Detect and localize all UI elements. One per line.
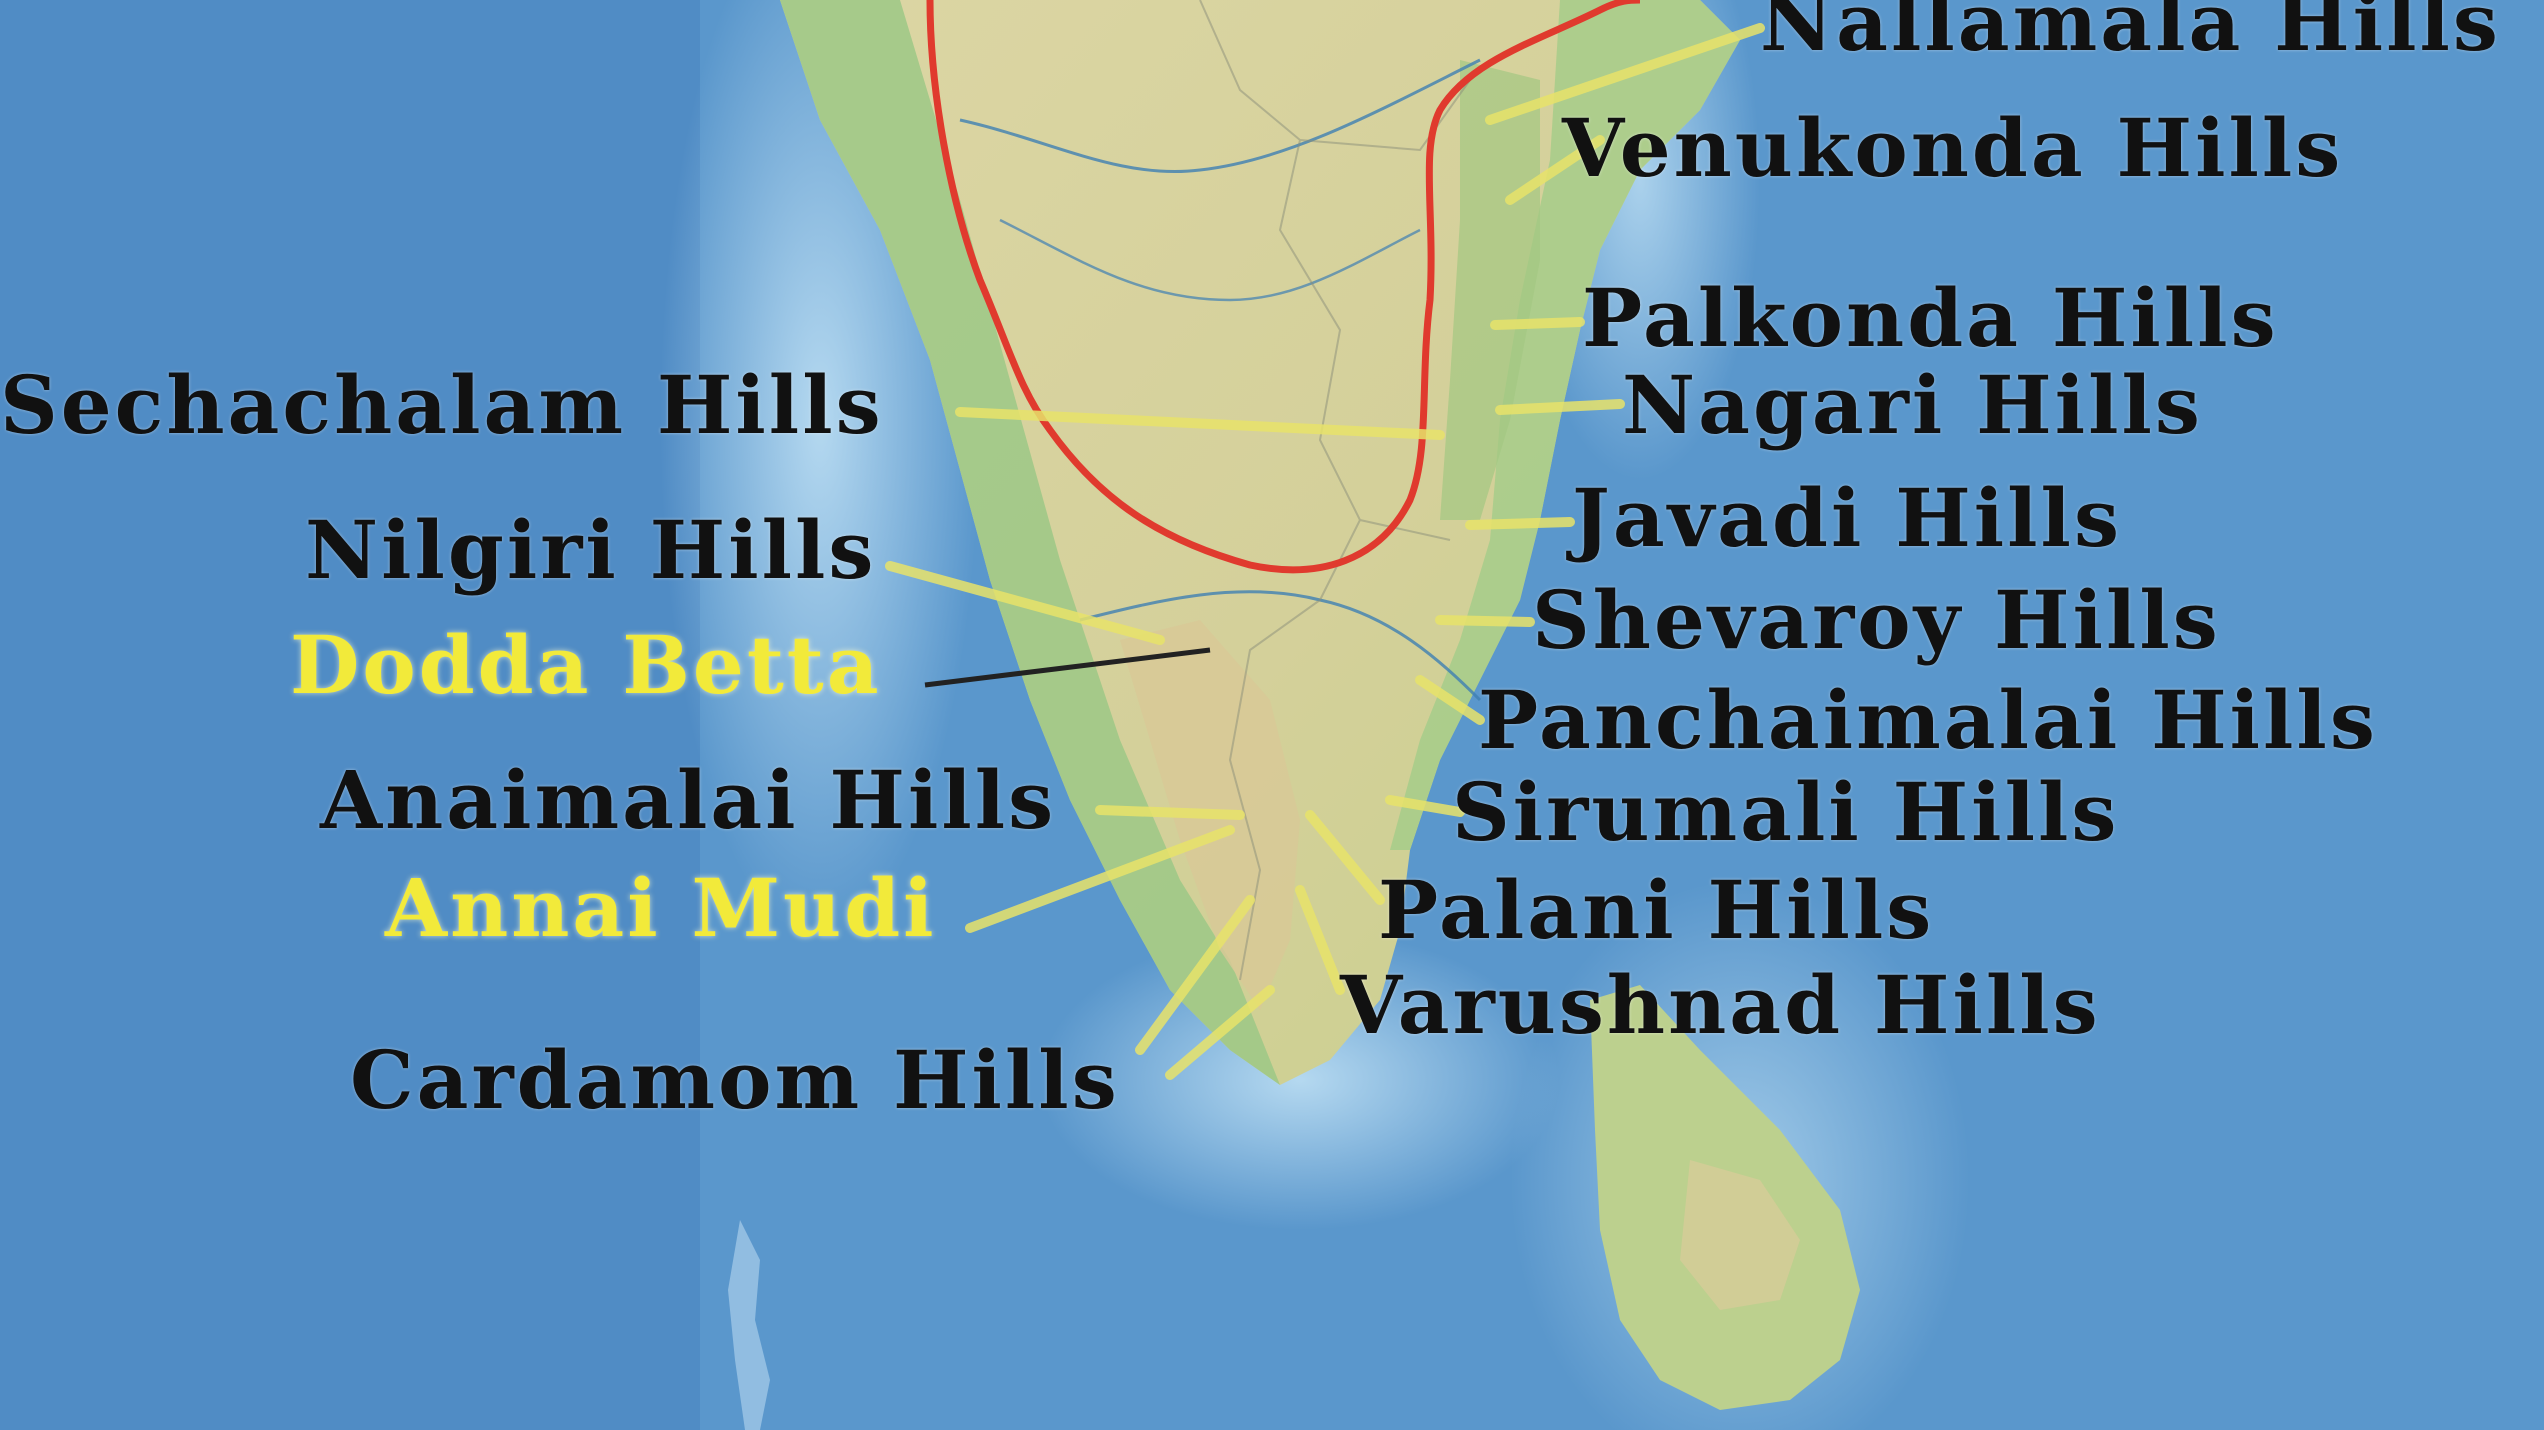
label-venukonda-hills: Venukonda Hills (1562, 101, 2344, 195)
label-panchaimalai-hills: Panchaimalai Hills (1478, 673, 2378, 767)
eastern-ghats-relief (1440, 60, 1540, 520)
leader-annaimudi (965, 825, 1235, 933)
label-varushnad-hills: Varushnad Hills (1340, 958, 2101, 1052)
leader-sechachalam (955, 407, 1445, 440)
label-nagari-hills: Nagari Hills (1622, 358, 2203, 452)
east-coast-lowland (1390, 0, 1740, 850)
state-boundaries (1199, 0, 1471, 981)
west-coast-lowland (780, 0, 1280, 1085)
leader-nallamala (1485, 23, 1765, 125)
label-dodda-betta: Dodda Betta (290, 618, 882, 712)
label-nallamala-hills: Nallamala Hills (1760, 0, 2501, 69)
leader-doddabetta (924, 647, 1211, 688)
leader-nilgiri (885, 561, 1165, 645)
leader-javadi (1465, 517, 1575, 530)
label-annai-mudi: Annai Mudi (385, 861, 937, 955)
leader-shevaroy (1435, 615, 1535, 627)
river-tungabhadra (999, 218, 1421, 302)
islands-southwest (728, 1220, 770, 1430)
leader-nagari (1495, 399, 1625, 415)
label-sechachalam-hills: Sechachalam Hills (0, 358, 884, 452)
leader-palkonda (1490, 317, 1585, 330)
sri-lanka-highland (1680, 1160, 1800, 1310)
label-palani-hills: Palani Hills (1378, 863, 1935, 957)
leader-cardamom-2 (1165, 985, 1275, 1080)
leader-anaimalai (1095, 805, 1245, 820)
leader-sirumali (1385, 795, 1465, 817)
label-cardamom-hills: Cardamom Hills (350, 1033, 1120, 1127)
label-nilgiri-hills: Nilgiri Hills (305, 503, 877, 597)
deep-ocean-west (0, 0, 700, 1430)
label-palkonda-hills: Palkonda Hills (1582, 271, 2279, 365)
river-krishna (959, 58, 1481, 174)
leader-lines (885, 23, 1765, 1080)
leader-venukonda (1505, 135, 1605, 205)
leader-varushnad (1295, 885, 1345, 995)
label-javadi-hills: Javadi Hills (1572, 471, 2122, 565)
leader-palani (1305, 810, 1385, 905)
label-shevaroy-hills: Shevaroy Hills (1532, 573, 2221, 667)
leader-cardamom (1135, 895, 1255, 1055)
plateau-boundary-red (926, 0, 1641, 574)
label-anaimalai-hills: Anaimalai Hills (320, 753, 1057, 847)
leader-panchaimalai (1415, 675, 1485, 725)
label-sirumali-hills: Sirumali Hills (1452, 765, 2120, 859)
